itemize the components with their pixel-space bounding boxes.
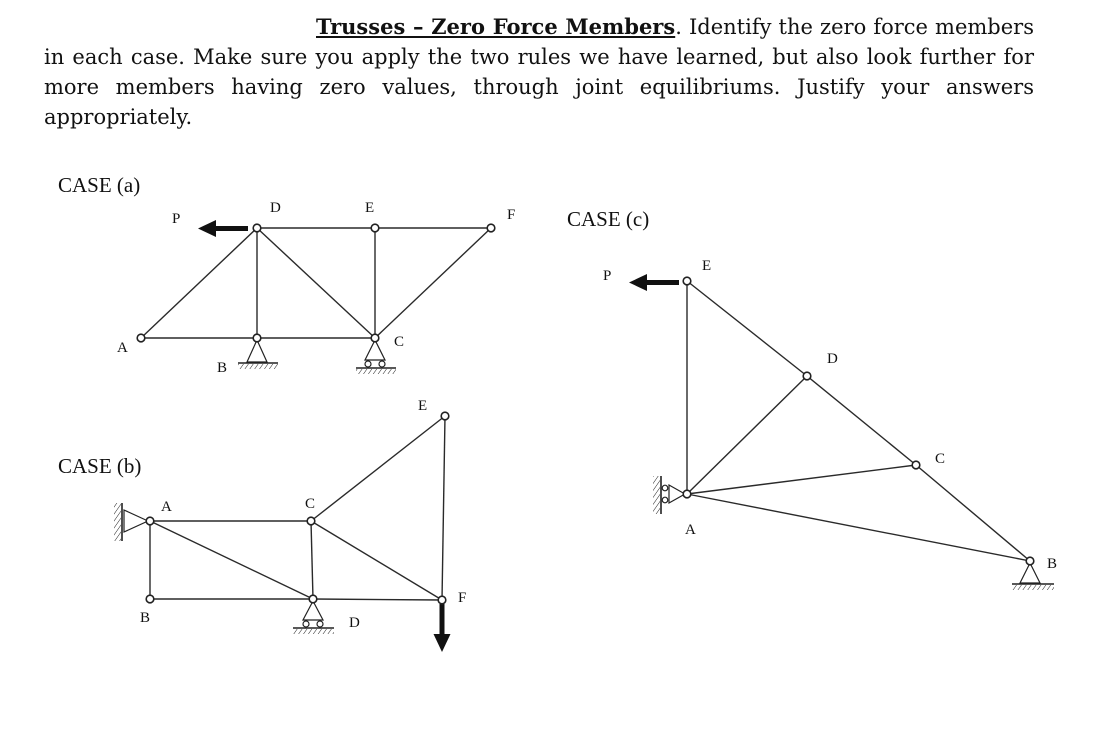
problem-instructions: . Identify the zero force members in eac… — [44, 15, 1034, 129]
case-a-node-label-e: E — [365, 200, 374, 216]
case-c-joint-b — [1025, 556, 1035, 566]
case-b-node-label-f: F — [458, 590, 466, 606]
case-c-member-de — [686, 280, 808, 377]
case-b-roller-support-d — [293, 599, 334, 634]
case-a-member-cf — [374, 227, 492, 339]
case-a-node-label-f: F — [507, 207, 515, 223]
case-a-figure: CASE (a) P — [58, 173, 515, 376]
case-c-joint-c — [911, 460, 921, 470]
case-c-label: CASE (c) — [567, 207, 649, 231]
case-c-wall-roller-support-a — [653, 476, 687, 514]
case-a-joint-f — [486, 223, 496, 233]
case-a-joint-b — [252, 333, 262, 343]
case-a-node-label-a: A — [117, 340, 128, 356]
case-a-label: CASE (a) — [58, 173, 140, 197]
case-a-member-cd — [256, 227, 376, 339]
case-c-joint-e — [682, 276, 692, 286]
case-b-joint-c — [306, 516, 316, 526]
case-c-member-bc — [915, 464, 1031, 562]
case-b-figure: CASE (b) — [58, 398, 466, 652]
case-b-node-label-a: A — [161, 499, 172, 515]
case-b-joint-b — [145, 594, 155, 604]
case-a-joint-a — [136, 333, 146, 343]
case-b-joint-d — [308, 594, 318, 604]
case-c-member-ad — [686, 375, 808, 495]
case-c-node-label-c: C — [935, 451, 945, 467]
case-c-node-label-e: E — [702, 258, 711, 274]
case-a-load-arrow — [198, 220, 248, 237]
case-c-member-cd — [806, 375, 917, 466]
case-a-node-label-c: C — [394, 334, 404, 350]
case-b-member-cf — [310, 520, 443, 601]
case-c-node-label-b: B — [1047, 556, 1057, 572]
case-c-load-arrow — [629, 274, 679, 291]
problem-statement: Trusses – Zero Force Members. Identify t… — [44, 12, 1034, 132]
case-a-joint-d — [252, 223, 262, 233]
case-a-load-label: P — [172, 211, 180, 227]
case-a-joint-c — [370, 333, 380, 343]
case-a-node-label-b: B — [217, 360, 227, 376]
case-b-load-arrow — [433, 604, 451, 652]
case-a-joint-e — [370, 223, 380, 233]
problem-title: Trusses – Zero Force Members — [316, 14, 676, 39]
case-c-load-label: P — [603, 268, 611, 284]
case-b-wall-pin-support-a — [114, 503, 150, 541]
case-c-member-ab — [686, 493, 1031, 562]
case-a-roller-support-c — [356, 338, 396, 374]
case-b-node-label-e: E — [418, 398, 427, 414]
case-b-member-df — [312, 598, 443, 601]
case-c-joint-a — [682, 489, 692, 499]
case-c-member-ac — [686, 464, 917, 495]
case-a-pin-support-b — [238, 338, 278, 369]
case-b-joint-e — [440, 411, 450, 421]
case-b-node-label-d: D — [349, 615, 360, 631]
case-a-node-label-d: D — [270, 200, 281, 216]
case-b-member-ad — [149, 520, 314, 600]
case-b-node-label-b: B — [140, 610, 150, 626]
case-b-joint-f — [437, 595, 447, 605]
case-a-member-ad — [140, 227, 258, 339]
case-c-joint-d — [802, 371, 812, 381]
case-b-node-label-c: C — [305, 496, 315, 512]
case-c-pin-support-b — [1012, 561, 1054, 590]
case-c-node-label-a: A — [685, 522, 696, 538]
case-b-label: CASE (b) — [58, 454, 141, 478]
case-b-member-cd — [310, 520, 314, 600]
case-c-node-label-d: D — [827, 351, 838, 367]
case-b-joint-a — [145, 516, 155, 526]
case-c-figure: CASE (c) P — [567, 207, 1057, 590]
case-b-member-ef — [441, 415, 446, 601]
case-b-member-ce — [310, 415, 446, 522]
